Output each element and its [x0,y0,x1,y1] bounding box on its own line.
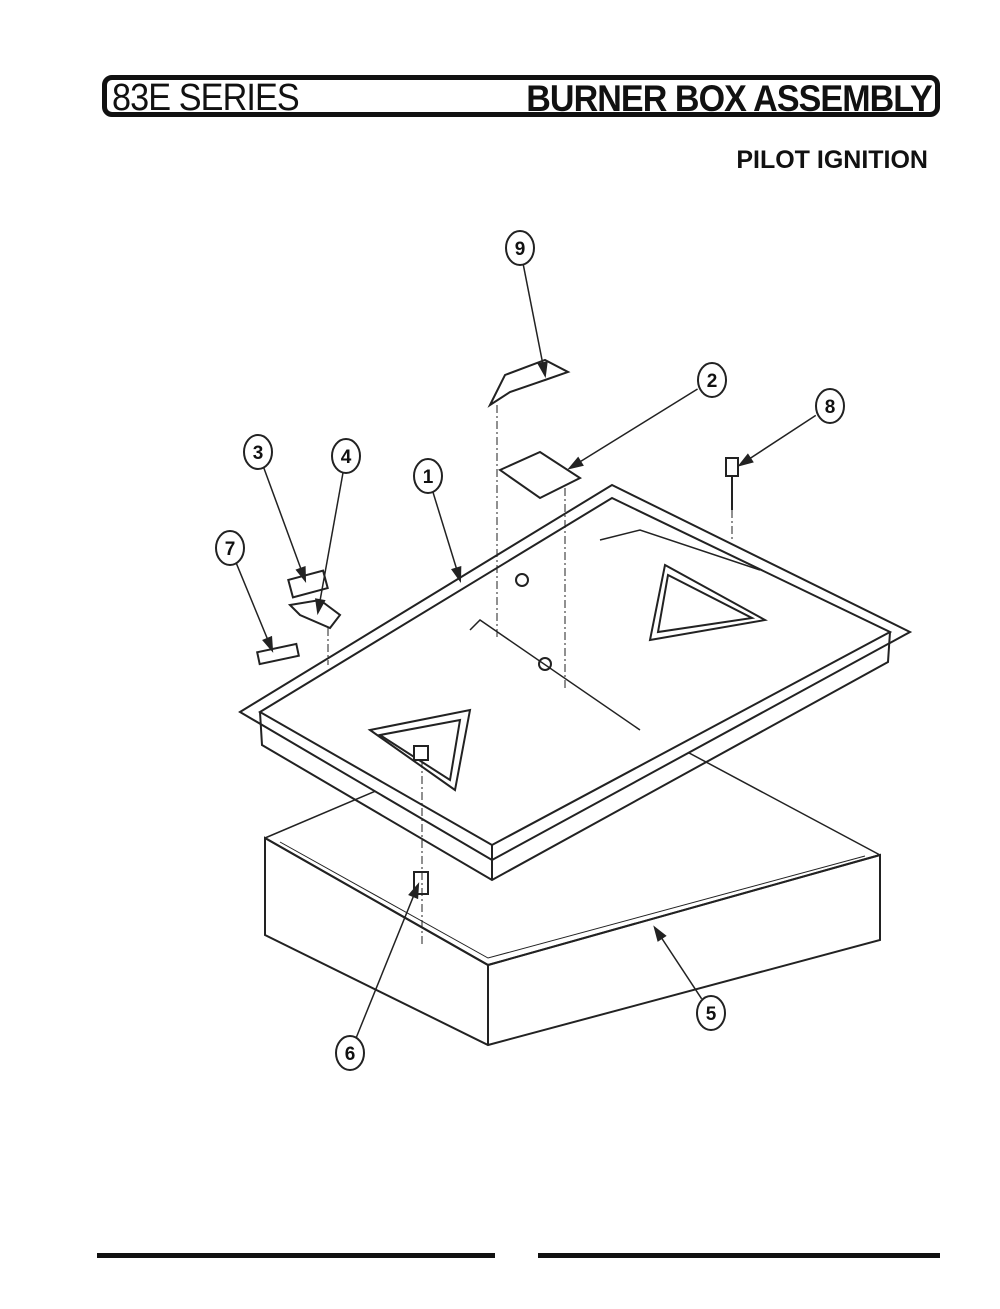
callout-number: 9 [515,239,526,260]
arrowhead [567,456,584,470]
bracket-part-4 [287,598,342,630]
arrowhead [537,361,548,379]
callout-circle [335,1035,365,1071]
screw-part-8 [725,457,739,510]
leader-line [654,927,703,1000]
callout-number: 4 [341,447,352,468]
footer-rule-left [97,1253,495,1258]
leader-line [317,472,344,613]
bracket-part-9 [487,358,571,408]
lower-box-part-5 [264,699,881,1047]
arrowhead [262,635,274,653]
callout-number: 8 [825,397,836,418]
arrowhead [408,882,420,900]
plate-part-2 [497,450,583,500]
leader-line [432,492,461,581]
callout-circle [696,995,726,1031]
leader-line [355,884,419,1038]
callout-circle [815,388,845,424]
arrowhead [295,565,307,583]
callout-number: 3 [253,443,264,464]
leader-line [235,563,273,651]
callout-number: 2 [707,371,718,392]
clip-part-7 [256,642,300,666]
series-label: 83E SERIES [112,77,300,119]
callout-circle [505,230,535,266]
callout-7: 7 [215,530,274,653]
leader-line [522,264,546,376]
arrowhead [314,598,326,616]
callout-4: 4 [314,438,361,616]
arrowhead [653,925,667,942]
footer-rule-right [538,1253,940,1258]
leader-line [263,467,306,581]
callout-circle [697,362,727,398]
callout-2: 2 [567,362,727,470]
burner-box-part-1 [238,483,913,882]
page-subtitle: PILOT IGNITION [736,146,928,174]
header-frame [102,75,940,117]
callout-circle [215,530,245,566]
callout-number: 7 [225,539,236,560]
callout-circle [413,458,443,494]
page-title: BURNER BOX ASSEMBLY [526,78,932,119]
leader-line [569,388,698,469]
callout-5: 5 [653,925,726,1031]
callout-number: 6 [345,1044,356,1065]
callout-6: 6 [335,882,420,1071]
alignment-lines [327,405,733,945]
arrowhead [737,453,754,467]
callout-1: 1 [413,458,462,584]
callout-9: 9 [505,230,548,379]
callout-circle [243,434,273,470]
callout-circle [331,438,361,474]
callout-3: 3 [243,434,307,583]
callout-8: 8 [737,388,845,467]
callout-number: 5 [706,1004,717,1025]
leader-line [739,414,817,466]
arrowhead [451,565,462,584]
callout-number: 1 [423,467,434,488]
